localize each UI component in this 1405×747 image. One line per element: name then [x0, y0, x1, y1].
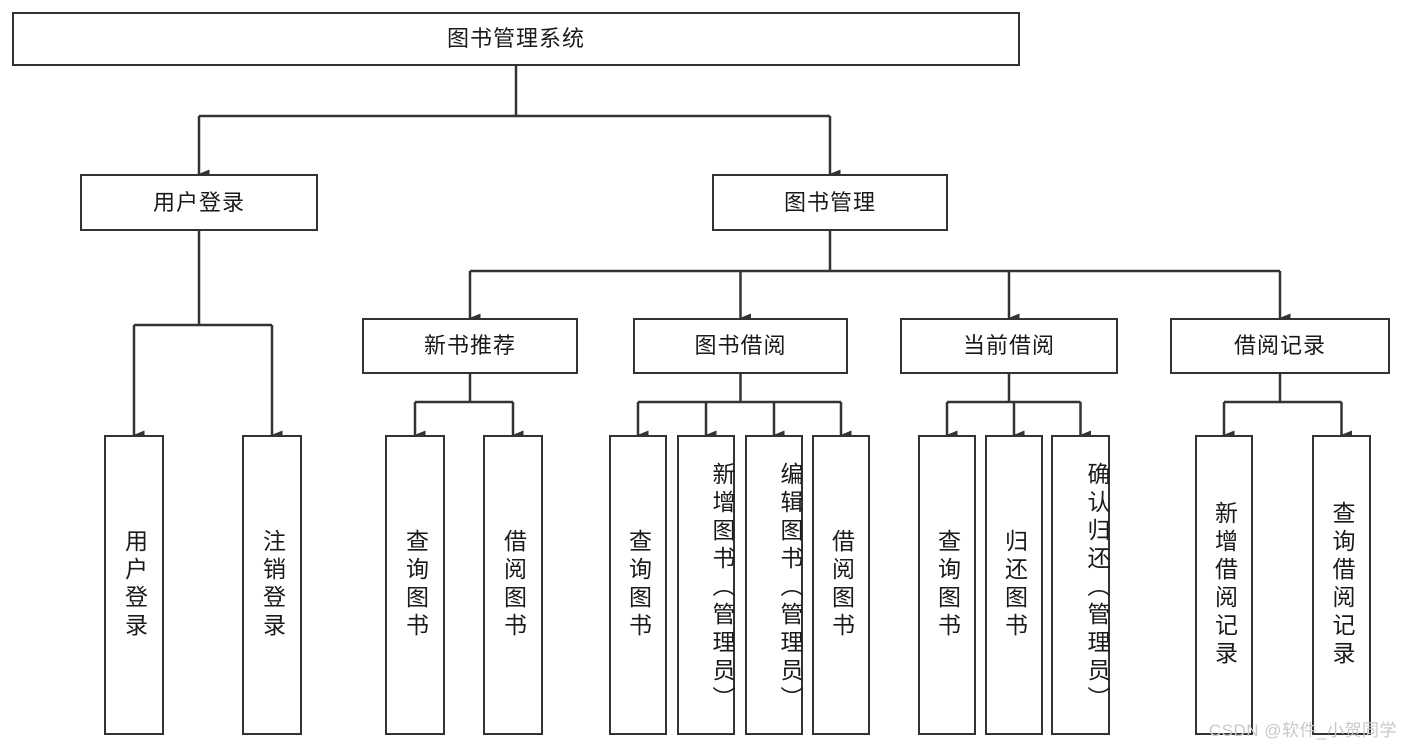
node-leaf-return-book[interactable]: 归还图书	[985, 435, 1043, 735]
node-label: 查询图书	[402, 529, 429, 641]
node-leaf-add-record[interactable]: 新增借阅记录	[1195, 435, 1253, 735]
node-label: 归还图书	[1001, 529, 1028, 641]
node-leaf-user-logout[interactable]: 注销登录	[242, 435, 302, 735]
node-leaf-user-login[interactable]: 用户登录	[104, 435, 164, 735]
node-label: 借阅记录	[1233, 333, 1326, 359]
node-leaf-borrow-book-1[interactable]: 借阅图书	[483, 435, 543, 735]
node-user-login[interactable]: 用户登录	[80, 174, 318, 231]
node-leaf-edit-book[interactable]: 编辑图书（管理员）	[745, 435, 803, 735]
node-label: 新增借阅记录	[1211, 501, 1238, 669]
node-leaf-query-book-1[interactable]: 查询图书	[385, 435, 445, 735]
node-label: 借阅图书	[828, 529, 855, 641]
node-label: 注销登录	[259, 529, 286, 641]
node-root[interactable]: 图书管理系统	[12, 12, 1020, 66]
node-label: 当前借阅	[962, 333, 1055, 359]
node-label: 借阅图书	[500, 529, 527, 641]
node-leaf-borrow-book-2[interactable]: 借阅图书	[812, 435, 870, 735]
node-label: 新增图书（管理员）	[709, 462, 735, 714]
node-book-borrow[interactable]: 图书借阅	[633, 318, 848, 374]
node-new-book-rec[interactable]: 新书推荐	[362, 318, 578, 374]
node-current-borrow[interactable]: 当前借阅	[900, 318, 1118, 374]
node-label: 确认归还（管理员）	[1084, 462, 1110, 714]
node-label: 查询借阅记录	[1329, 501, 1355, 669]
node-label: 查询图书	[934, 529, 961, 641]
node-label: 图书管理	[783, 189, 876, 215]
node-leaf-query-book-3[interactable]: 查询图书	[918, 435, 976, 735]
node-label: 图书借阅	[694, 333, 787, 359]
node-label: 用户登录	[152, 189, 245, 215]
node-label: 查询图书	[625, 529, 652, 641]
node-label: 新书推荐	[423, 333, 516, 359]
node-leaf-confirm-return[interactable]: 确认归还（管理员）	[1051, 435, 1110, 735]
node-label: 图书管理系统	[446, 26, 585, 52]
node-leaf-query-record[interactable]: 查询借阅记录	[1312, 435, 1371, 735]
node-book-manage[interactable]: 图书管理	[712, 174, 948, 231]
node-leaf-query-book-2[interactable]: 查询图书	[609, 435, 667, 735]
node-leaf-add-book[interactable]: 新增图书（管理员）	[677, 435, 735, 735]
node-borrow-record[interactable]: 借阅记录	[1170, 318, 1390, 374]
node-label: 编辑图书（管理员）	[777, 462, 803, 714]
node-label: 用户登录	[121, 529, 148, 641]
